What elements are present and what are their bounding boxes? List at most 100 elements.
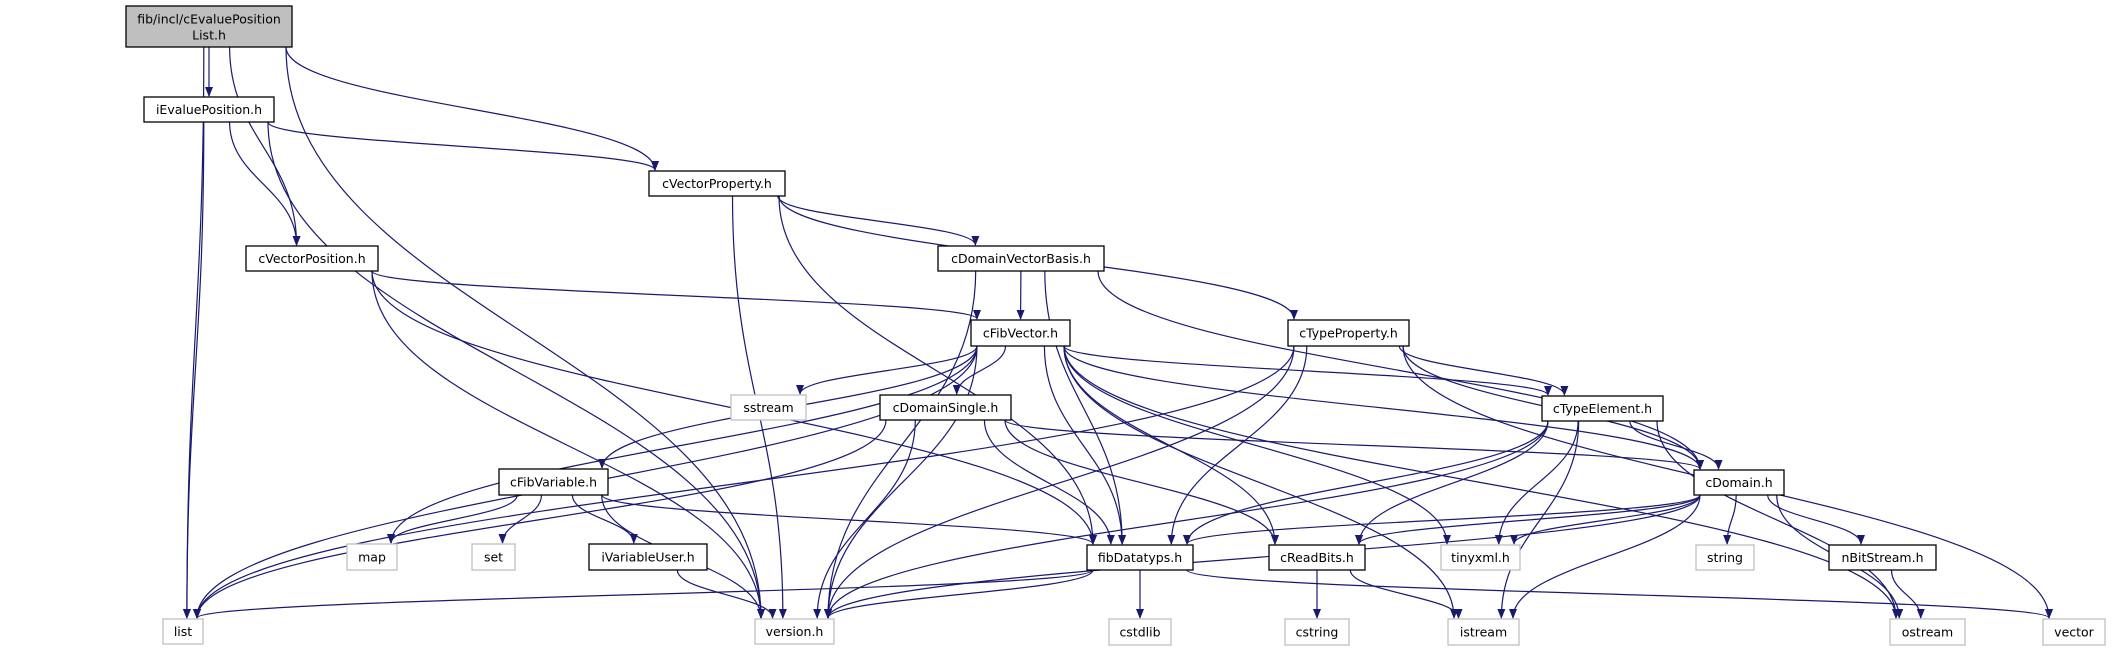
node-box — [1889, 618, 1966, 646]
root-label-line-1: fib/incl/cEvaluePosition — [137, 12, 281, 27]
node-cstring: cstring — [1284, 618, 1350, 646]
node-label: cstdlib — [1119, 625, 1160, 640]
edge-fib-incl-cevaluepositionlist-h-to-cvectorposition-h — [229, 46, 301, 246]
node-cstdlib: cstdlib — [1108, 618, 1172, 646]
edge-fibdatatyps-h-to-version-h — [824, 569, 1094, 619]
node-label: ostream — [1902, 625, 1953, 640]
edge-cdomain-h-to-version-h — [824, 494, 1701, 619]
node-cdomain-h[interactable]: cDomain.h — [1693, 469, 1785, 496]
edge-cvectorposition-h-to-version-h — [371, 270, 765, 619]
node-vector: vector — [2042, 618, 2106, 646]
node-root-file[interactable]: fib/incl/cEvaluePosition List.h — [125, 5, 293, 48]
node-label: cTypeProperty.h — [1299, 326, 1398, 341]
node-box — [879, 394, 1012, 421]
node-sstream: sstream — [730, 394, 807, 421]
node-label: cVectorPosition.h — [258, 251, 365, 266]
node-label: fibDatatyps.h — [1098, 550, 1182, 565]
edge-cvectorproperty-h-to-cdomainvectorbasis-h — [777, 195, 980, 246]
node-box — [1287, 319, 1410, 347]
edge-cdomainsingle-h-to-list — [193, 419, 887, 619]
node-cdomainvectorbasis-h[interactable]: cDomainVectorBasis.h — [937, 245, 1105, 272]
edge-cfibvariable-h-to-ivariableuser-h — [571, 494, 638, 544]
edge-fib-incl-cevaluepositionlist-h-to-cvectorproperty-h — [285, 46, 659, 171]
edge-ctypeproperty-h-to-fibdatatyps-h — [1167, 345, 1308, 545]
node-box — [162, 618, 204, 645]
edge-creadbits-h-to-istream — [1349, 569, 1463, 619]
edge-ctypeelement-h-to-fibdatatyps-h — [1183, 420, 1549, 545]
edge-cdomain-h-to-nbitstream-h — [1767, 494, 1865, 545]
node-box — [1447, 618, 1520, 646]
node-label: sstream — [743, 400, 793, 415]
edge-ievalueposition-h-to-cvectorproperty-h — [267, 121, 659, 171]
edge-cfibvector-h-to-map — [387, 345, 978, 544]
edge-cfibvector-h-to-sstream — [796, 345, 978, 395]
node-label: string — [1707, 550, 1743, 565]
node-box — [730, 394, 807, 421]
node-label: iEvaluePosition.h — [156, 102, 262, 117]
edge-ievalueposition-h-to-cvectorposition-h — [229, 121, 301, 246]
edge-cfibvector-h-to-istream — [1063, 345, 1458, 619]
edge-ievalueposition-h-to-version-h — [267, 121, 765, 619]
node-cfibvariable-h[interactable]: cFibVariable.h — [498, 468, 609, 496]
edge-ctypeelement-h-to-creadbits-h — [1355, 420, 1549, 545]
edge-fib-incl-cevaluepositionlist-h-to-list — [182, 46, 205, 619]
node-ostream: ostream — [1889, 618, 1966, 646]
node-fibdatatyps-h[interactable]: fibDatatyps.h — [1086, 544, 1194, 571]
root-node-box — [125, 5, 293, 48]
edge-cdomainsingle-h-to-cdomain-h — [1004, 419, 1704, 470]
nodes: fib/incl/cEvaluePosition List.h iEvalueP… — [125, 5, 2106, 646]
node-label: vector — [2054, 625, 2095, 640]
node-set: set — [471, 543, 516, 571]
edge-ctypeproperty-h-to-version-h — [824, 345, 1295, 619]
node-cdomainsingle-h[interactable]: cDomainSingle.h — [879, 394, 1012, 421]
edge-cfibvector-h-to-version-h — [824, 345, 978, 619]
node-version-h: version.h — [754, 618, 835, 645]
node-label: cFibVariable.h — [510, 475, 597, 490]
edges — [182, 46, 2053, 619]
node-box — [2042, 618, 2106, 646]
edge-ctypeelement-h-to-ostream — [1656, 420, 1900, 619]
node-tinyxml-h: tinyxml.h — [1440, 544, 1521, 571]
edge-ctypeproperty-h-to-ctypeelement-h — [1398, 345, 1569, 396]
node-cvectorposition-h[interactable]: cVectorPosition.h — [245, 245, 379, 272]
node-ivariableuser-h[interactable]: iVariableUser.h — [588, 543, 708, 571]
edge-ivariableuser-h-to-version-h — [676, 569, 777, 619]
node-ievalueposition-h[interactable]: iEvaluePosition.h — [143, 96, 275, 123]
node-box — [937, 245, 1105, 272]
node-box — [1108, 618, 1172, 646]
node-label: cTypeElement.h — [1553, 401, 1652, 416]
edge-cdomainsingle-h-to-version-h — [813, 419, 916, 619]
node-label: cDomainSingle.h — [893, 400, 999, 415]
node-box — [143, 96, 275, 123]
node-creadbits-h[interactable]: cReadBits.h — [1268, 544, 1366, 571]
node-box — [1541, 395, 1664, 422]
node-box — [754, 618, 835, 645]
node-map: map — [346, 543, 398, 571]
edge-ctypeelement-h-to-cdomain-h — [1629, 420, 1723, 470]
edge-cdomainvectorbasis-h-to-fibdatatyps-h — [1044, 270, 1127, 545]
node-cvectorproperty-h[interactable]: cVectorProperty.h — [648, 170, 786, 197]
edge-cvectorposition-h-to-cfibvector-h — [371, 270, 981, 320]
edge-cdomainvectorbasis-h-to-cdomain-h — [1097, 270, 1704, 470]
node-box — [245, 245, 379, 272]
edge-fibdatatyps-h-to-vector — [1186, 569, 2053, 619]
node-box — [471, 543, 516, 571]
node-istream: istream — [1447, 618, 1520, 646]
node-ctypeelement-h[interactable]: cTypeElement.h — [1541, 395, 1664, 422]
edge-cvectorproperty-h-to-fibdatatyps-h — [778, 195, 1097, 545]
node-box — [1693, 469, 1785, 496]
node-label: istream — [1460, 625, 1507, 640]
node-label: list — [174, 624, 192, 639]
edge-cfibvariable-h-to-set — [498, 494, 543, 544]
edge-nbitstream-h-to-ostream — [1890, 569, 1925, 619]
edge-ctypeproperty-h-to-list — [193, 345, 1295, 619]
node-label: set — [484, 550, 503, 565]
node-list: list — [162, 618, 204, 645]
node-cfibvector-h[interactable]: cFibVector.h — [970, 319, 1071, 347]
node-string: string — [1695, 544, 1755, 571]
node-nbitstream-h[interactable]: nBitStream.h — [1828, 544, 1937, 571]
node-ctypeproperty-h[interactable]: cTypeProperty.h — [1287, 319, 1410, 347]
node-box — [1284, 618, 1350, 646]
edge-cdomain-h-to-fibdatatyps-h — [1183, 494, 1701, 545]
